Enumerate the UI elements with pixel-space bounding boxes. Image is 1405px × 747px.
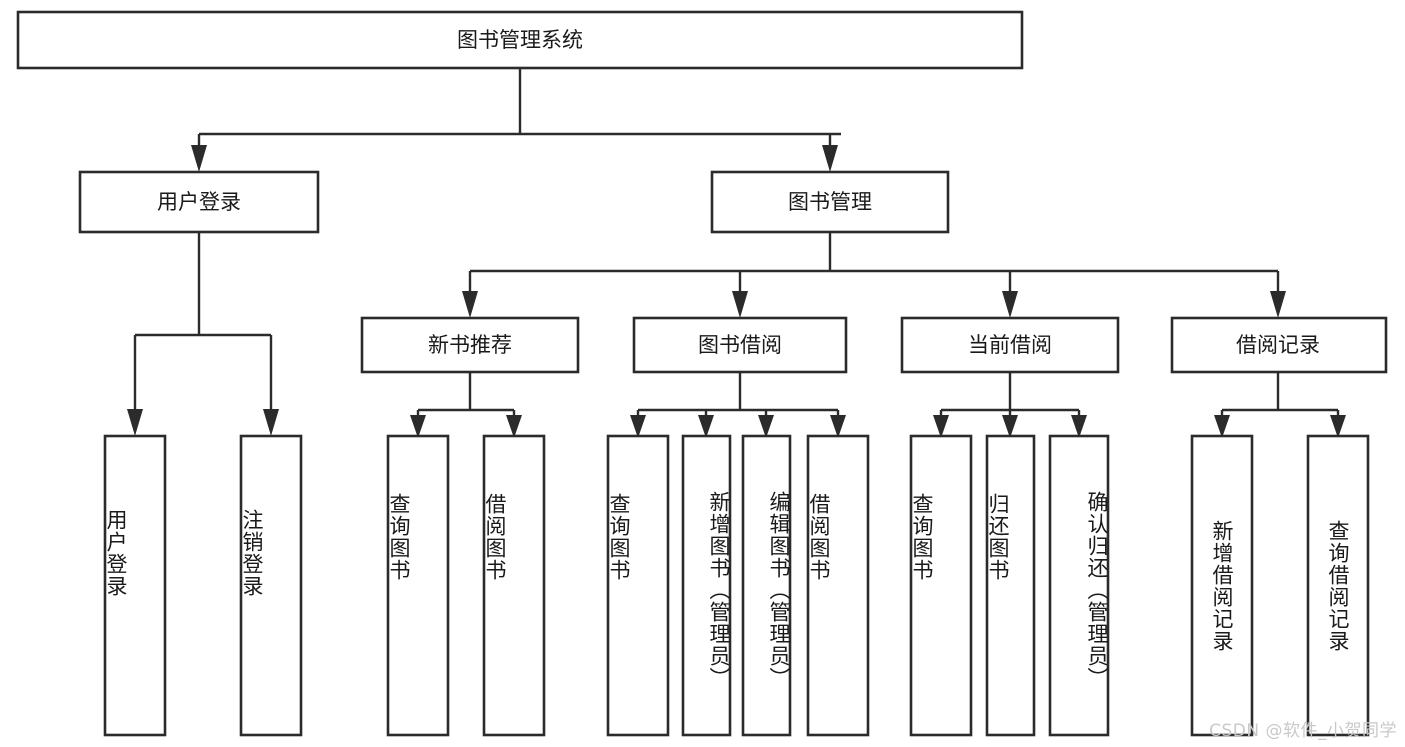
node-new-book-recommend-box [360,316,580,374]
node-current-borrow-box [900,316,1120,374]
arrow-head-icon [1002,291,1018,318]
connector-book-borrow-to-leaves [630,372,846,438]
arrow-head-icon [410,415,426,438]
node-root[interactable]: 图书管理系统 [16,10,1024,70]
arrow-head-icon [822,145,838,172]
arrow-head-icon [758,415,774,438]
node-book-manage[interactable]: 图书管理 [710,170,950,234]
connector-root-to-level2 [191,68,841,172]
arrow-head-icon [191,145,207,172]
arrow-head-icon [1270,291,1286,318]
arrow-head-icon [630,415,646,438]
node-new-book-recommend-label: 新书推荐 [428,333,512,357]
leaf-box-borrow-book-2[interactable] [806,434,870,737]
csdn-watermark: CSDN @软件_小贺同学 [1209,721,1397,741]
arrow-head-icon [1214,415,1230,438]
arrow-head-icon [933,415,949,438]
leaf-boxes [103,434,1370,737]
arrow-head-icon [698,415,714,438]
arrow-head-icon [732,291,748,318]
node-book-borrow[interactable]: 图书借阅 [632,316,848,374]
leaf-box-query-book-2[interactable] [606,434,670,737]
node-borrow-record[interactable]: 借阅记录 [1170,316,1388,374]
leaf-box-add-record[interactable] [1190,434,1254,737]
leaf-box-return-book[interactable] [985,434,1036,737]
arrow-head-icon [127,409,143,436]
arrow-head-icon [462,291,478,318]
leaf-box-query-book-1[interactable] [386,434,450,737]
connector-user-login-to-leaves [127,232,279,436]
node-current-borrow[interactable]: 当前借阅 [900,316,1120,374]
node-book-borrow-label: 图书借阅 [698,333,782,357]
node-root-label: 图书管理系统 [457,28,583,52]
leaf-box-logout-login[interactable] [239,434,303,737]
arrow-head-icon [506,415,522,438]
node-book-manage-label: 图书管理 [788,190,872,214]
connector-current-borrow-to-leaves [933,372,1087,438]
leaf-box-add-book[interactable] [681,434,732,737]
leaf-box-confirm-return[interactable] [1048,434,1110,737]
node-new-book-recommend[interactable]: 新书推荐 [360,316,580,374]
leaf-box-user-login[interactable] [103,434,167,737]
arrow-head-icon [830,415,846,438]
leaf-box-query-record[interactable] [1306,434,1370,737]
connector-new-book-recommend-to-leaves [410,372,522,438]
leaf-box-edit-book[interactable] [741,434,792,737]
node-user-login-label: 用户登录 [157,190,241,214]
arrow-head-icon [1071,415,1087,438]
node-user-login-box [78,170,320,234]
connector-book-manage-to-level3 [462,232,1286,318]
arrow-head-icon [1002,415,1018,438]
node-current-borrow-label: 当前借阅 [968,333,1052,357]
connector-borrow-record-to-leaves [1214,372,1346,438]
node-root-box [16,10,1024,70]
arrow-head-icon [263,409,279,436]
leaf-box-borrow-book-1[interactable] [482,434,546,737]
node-user-login[interactable]: 用户登录 [78,170,320,234]
node-borrow-record-label: 借阅记录 [1236,333,1320,357]
arrow-head-icon [1330,415,1346,438]
leaf-box-query-book-3[interactable] [909,434,973,737]
